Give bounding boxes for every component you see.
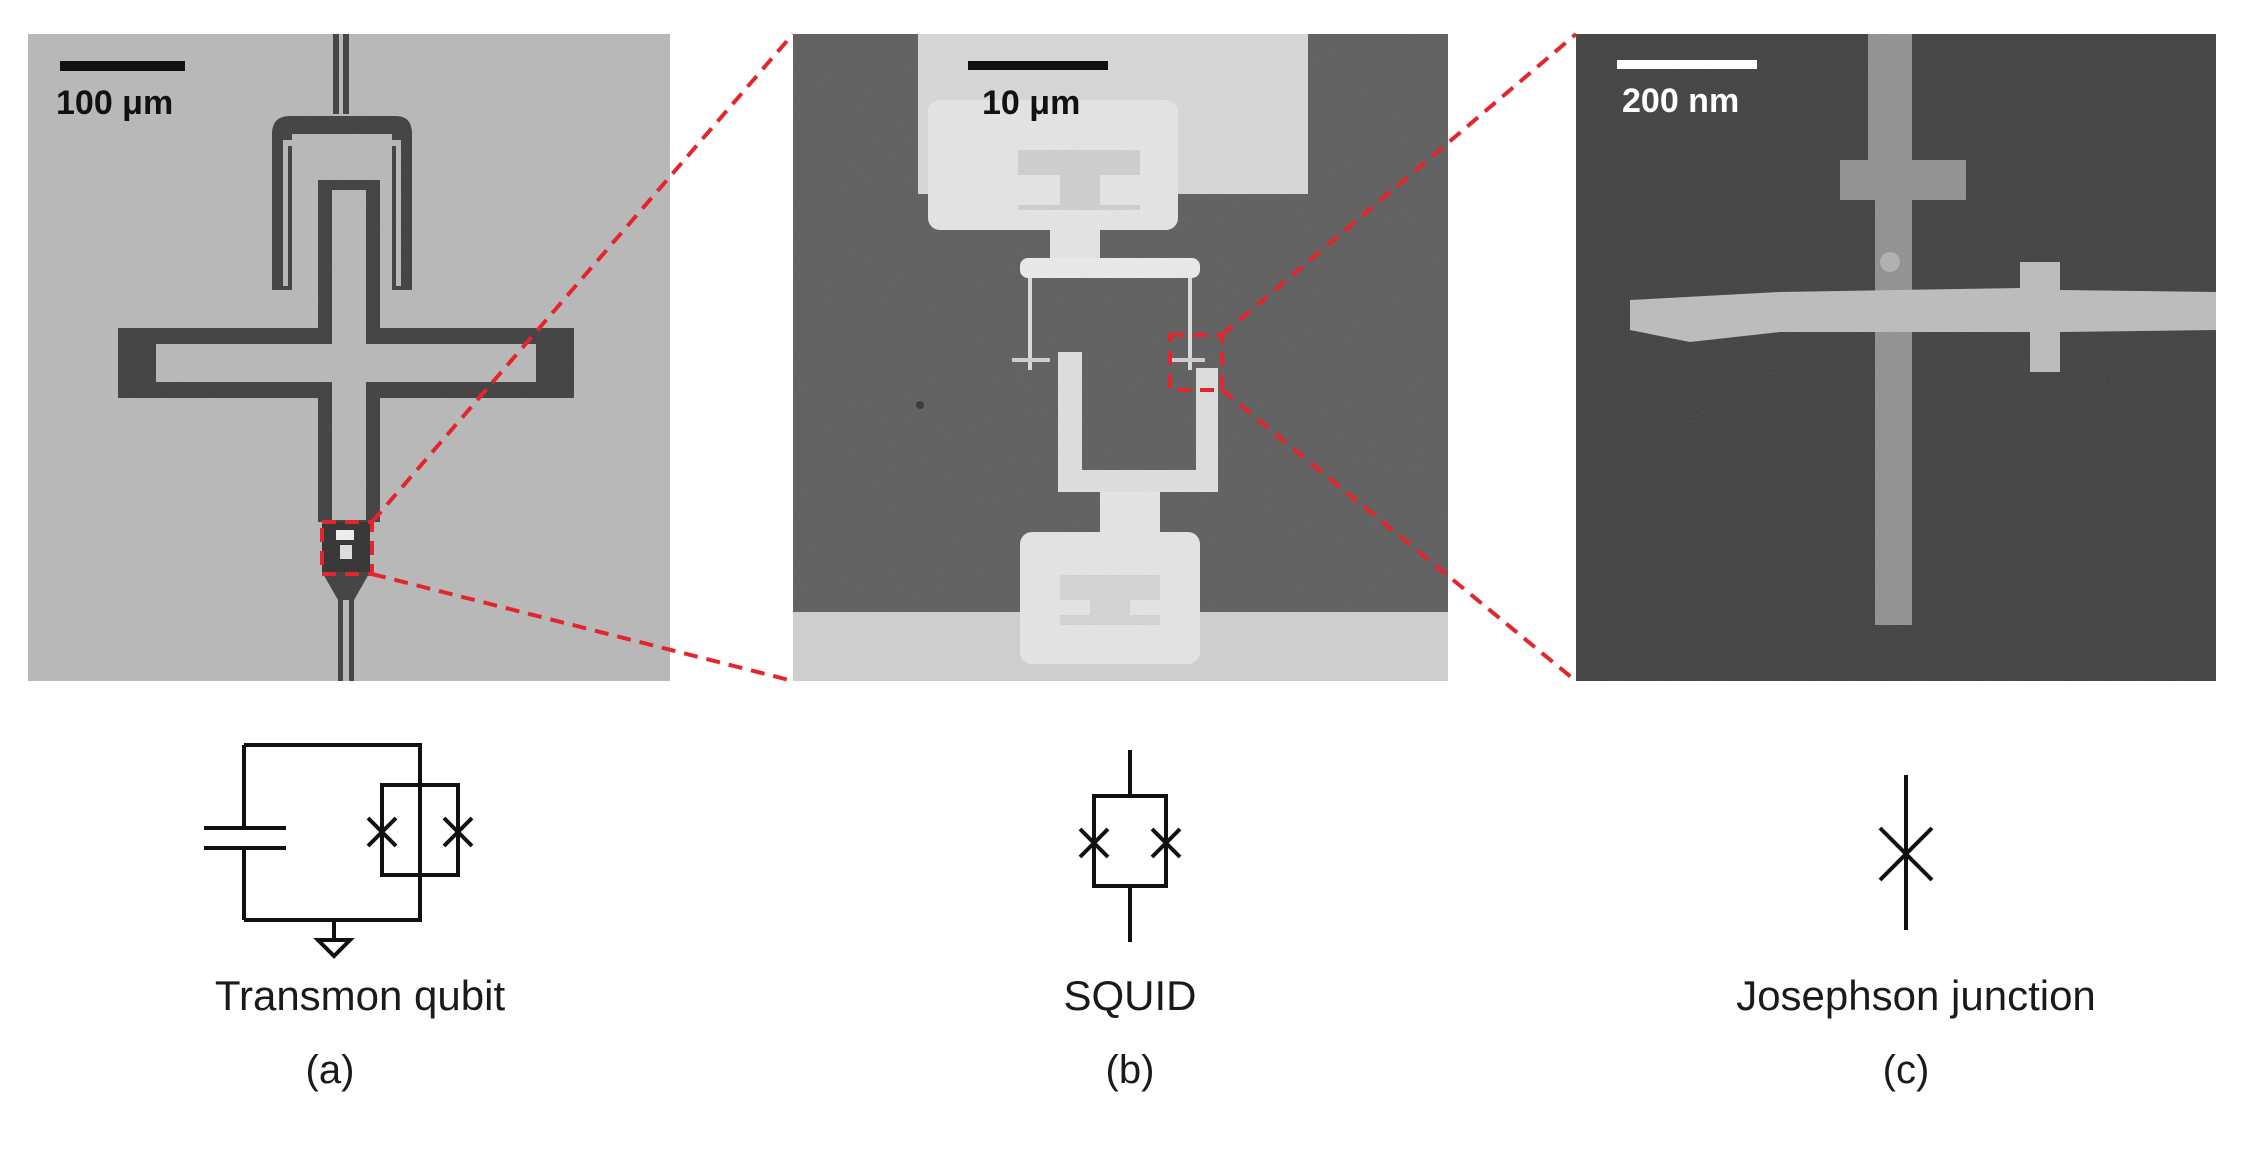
panel-c-micrograph <box>1576 34 2216 681</box>
scale-bar-label-b: 10 μm <box>982 84 1081 122</box>
caption-squid: SQUID <box>1063 972 1197 1019</box>
scale-bar-b <box>968 61 1108 70</box>
caption-josephson-junction: Josephson junction <box>1736 972 2096 1019</box>
ground-symbol <box>313 938 355 959</box>
caption-letter-b: (b) <box>1105 1048 1155 1092</box>
scale-bar-a <box>60 61 185 71</box>
zoom-line-b-bottom <box>1220 388 1578 683</box>
zoom-line-a-bottom <box>371 572 794 683</box>
scale-bar-label-c: 200 nm <box>1622 82 1740 120</box>
squid-schematic <box>1078 750 1182 942</box>
panel-b-micrograph <box>793 34 1448 681</box>
scale-bar-label-a: 100 μm <box>56 84 174 122</box>
zoom-box-a <box>320 520 374 576</box>
scale-bar-c <box>1617 60 1757 69</box>
zoom-line-b-top <box>1220 32 1578 337</box>
zoom-indicators <box>320 32 1578 683</box>
panel-a-micrograph <box>28 34 670 681</box>
zoom-line-a-top <box>370 32 795 524</box>
zoom-box-b <box>1168 333 1224 392</box>
caption-letter-a: (a) <box>305 1048 355 1092</box>
josephson-junction-schematic <box>1878 775 1934 930</box>
caption-transmon-qubit: Transmon qubit <box>214 972 506 1019</box>
transmon-qubit-schematic <box>204 743 474 959</box>
caption-letter-c: (c) <box>1882 1048 1930 1092</box>
